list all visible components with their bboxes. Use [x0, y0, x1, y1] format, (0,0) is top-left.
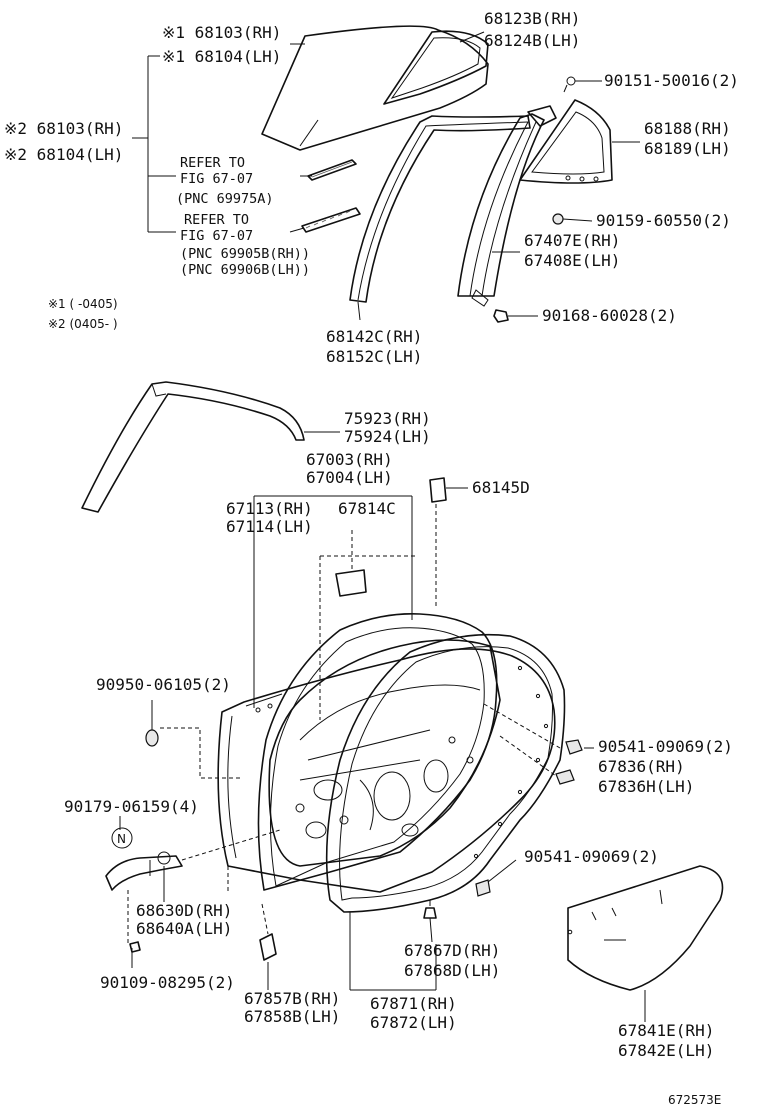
run-channel-drawing [349, 115, 531, 303]
label-bolt-a: 90168-60028(2) [542, 306, 677, 325]
pad-67814-drawing [335, 569, 367, 597]
n-marker-icon: N [111, 827, 133, 849]
label-run-channel-rh: 68142C(RH) [326, 327, 422, 346]
label-bolt-b: 90179-06159(4) [64, 797, 199, 816]
footnote-2: ※2 (0405- ) [48, 317, 118, 331]
door-frame-drawing [257, 613, 498, 891]
label-quarter-window-rh: 68188(RH) [644, 119, 731, 138]
quarter-glass-drawing [383, 30, 489, 105]
label-run-channel-lh: 68152C(LH) [326, 347, 422, 366]
label-film-lh: 67842E(LH) [618, 1041, 714, 1060]
refer-note-2-line1: REFER TO [184, 212, 249, 228]
label-weatherstrip-rh: 67871(RH) [370, 994, 457, 1013]
figure-code: 672573E [668, 1093, 721, 1107]
refer-note-1: REFER TO FIG 67-07 (PNC 69975A) [176, 155, 274, 207]
weather-clip-icon [423, 900, 437, 919]
label-hinge-lh: 68640A(LH) [136, 919, 232, 938]
label-door-panel-rh: 67003(RH) [306, 450, 393, 469]
label-hinge-rh: 68630D(RH) [136, 901, 232, 920]
label-pad-68145: 68145D [472, 478, 530, 497]
clip-a-icon [552, 213, 564, 225]
label-quarter-glass-rh: 68123B(RH) [484, 9, 580, 28]
label-division-bar-lh: 67408E(LH) [524, 251, 620, 270]
screw-top-icon [563, 76, 576, 93]
label-weatherstrip-lh: 67872(LH) [370, 1013, 457, 1032]
film-drawing [567, 865, 724, 991]
label-cover-lh: 67836H(LH) [598, 777, 694, 796]
n-marker-label: N [117, 832, 126, 846]
clip-c-icon [475, 879, 491, 897]
refer-strip-a [307, 159, 357, 181]
label-plug-a: 90950-06105(2) [96, 675, 231, 694]
label-glass-rh-n2: ※2 68103(RH) [4, 119, 123, 138]
label-door-panel-lh: 67004(LH) [306, 468, 393, 487]
door-shell-drawing [217, 639, 556, 893]
label-pad-67814: 67814C [338, 499, 396, 518]
hinge-drawing [105, 851, 183, 891]
label-division-bar-rh: 67407E(RH) [524, 231, 620, 250]
refer-strip-b [301, 207, 361, 233]
top-leaders [132, 31, 640, 321]
label-clip-a: 90159-60550(2) [596, 211, 731, 230]
refer-note-1-line1: REFER TO [180, 155, 245, 171]
bolt-a-icon [493, 309, 509, 323]
refer-note-2-line3: (PNC 69905B(RH)) [180, 246, 310, 262]
refer-note-1-line3: (PNC 69975A) [176, 191, 274, 207]
label-cover-rh: 67836(RH) [598, 757, 685, 776]
plug-a-icon [145, 729, 159, 747]
refer-note-1-line2: FIG 67-07 [180, 171, 253, 187]
label-frame-rh: 67113(RH) [226, 499, 313, 518]
label-glass-lh-n2: ※2 68104(LH) [4, 145, 123, 164]
clip-b-icon [565, 739, 583, 755]
label-pad-lower-lh: 67858B(LH) [244, 1007, 340, 1026]
refer-note-2: REFER TO FIG 67-07 (PNC 69905B(RH)) (PNC… [180, 212, 310, 278]
label-glass-rh-n1: ※1 68103(RH) [162, 23, 281, 42]
cover-67836-icon [555, 769, 575, 785]
pad-68145-drawing [429, 477, 447, 503]
label-screw-top: 90151-50016(2) [604, 71, 739, 90]
label-quarter-window-lh: 68189(LH) [644, 139, 731, 158]
label-molding-lh: 75924(LH) [344, 427, 431, 446]
label-clip-c: 90541-09069(2) [524, 847, 659, 866]
lower-leaders [119, 431, 646, 1022]
quarter-window-drawing [519, 99, 613, 184]
refer-note-2-line2: FIG 67-07 [180, 228, 253, 244]
label-quarter-glass-lh: 68124B(LH) [484, 31, 580, 50]
label-film-rh: 67841E(RH) [618, 1021, 714, 1040]
label-weather-lh: 67868D(LH) [404, 961, 500, 980]
pad-lower-drawing [259, 933, 277, 961]
refer-note-2-line4: (PNC 69906B(LH)) [180, 262, 310, 278]
label-molding-rh: 75923(RH) [344, 409, 431, 428]
label-frame-lh: 67114(LH) [226, 517, 313, 536]
bolt-c-icon [129, 941, 141, 953]
label-glass-lh-n1: ※1 68104(LH) [162, 47, 281, 66]
label-bolt-c: 90109-08295(2) [100, 973, 235, 992]
label-weather-rh: 67867D(RH) [404, 941, 500, 960]
label-clip-b: 90541-09069(2) [598, 737, 733, 756]
label-pad-lower-rh: 67857B(RH) [244, 989, 340, 1008]
division-bar-drawing [457, 105, 557, 307]
outside-molding-drawing [81, 381, 305, 513]
footnote-1: ※1 ( -0405) [48, 297, 118, 311]
weatherstrip-drawing [325, 633, 566, 913]
